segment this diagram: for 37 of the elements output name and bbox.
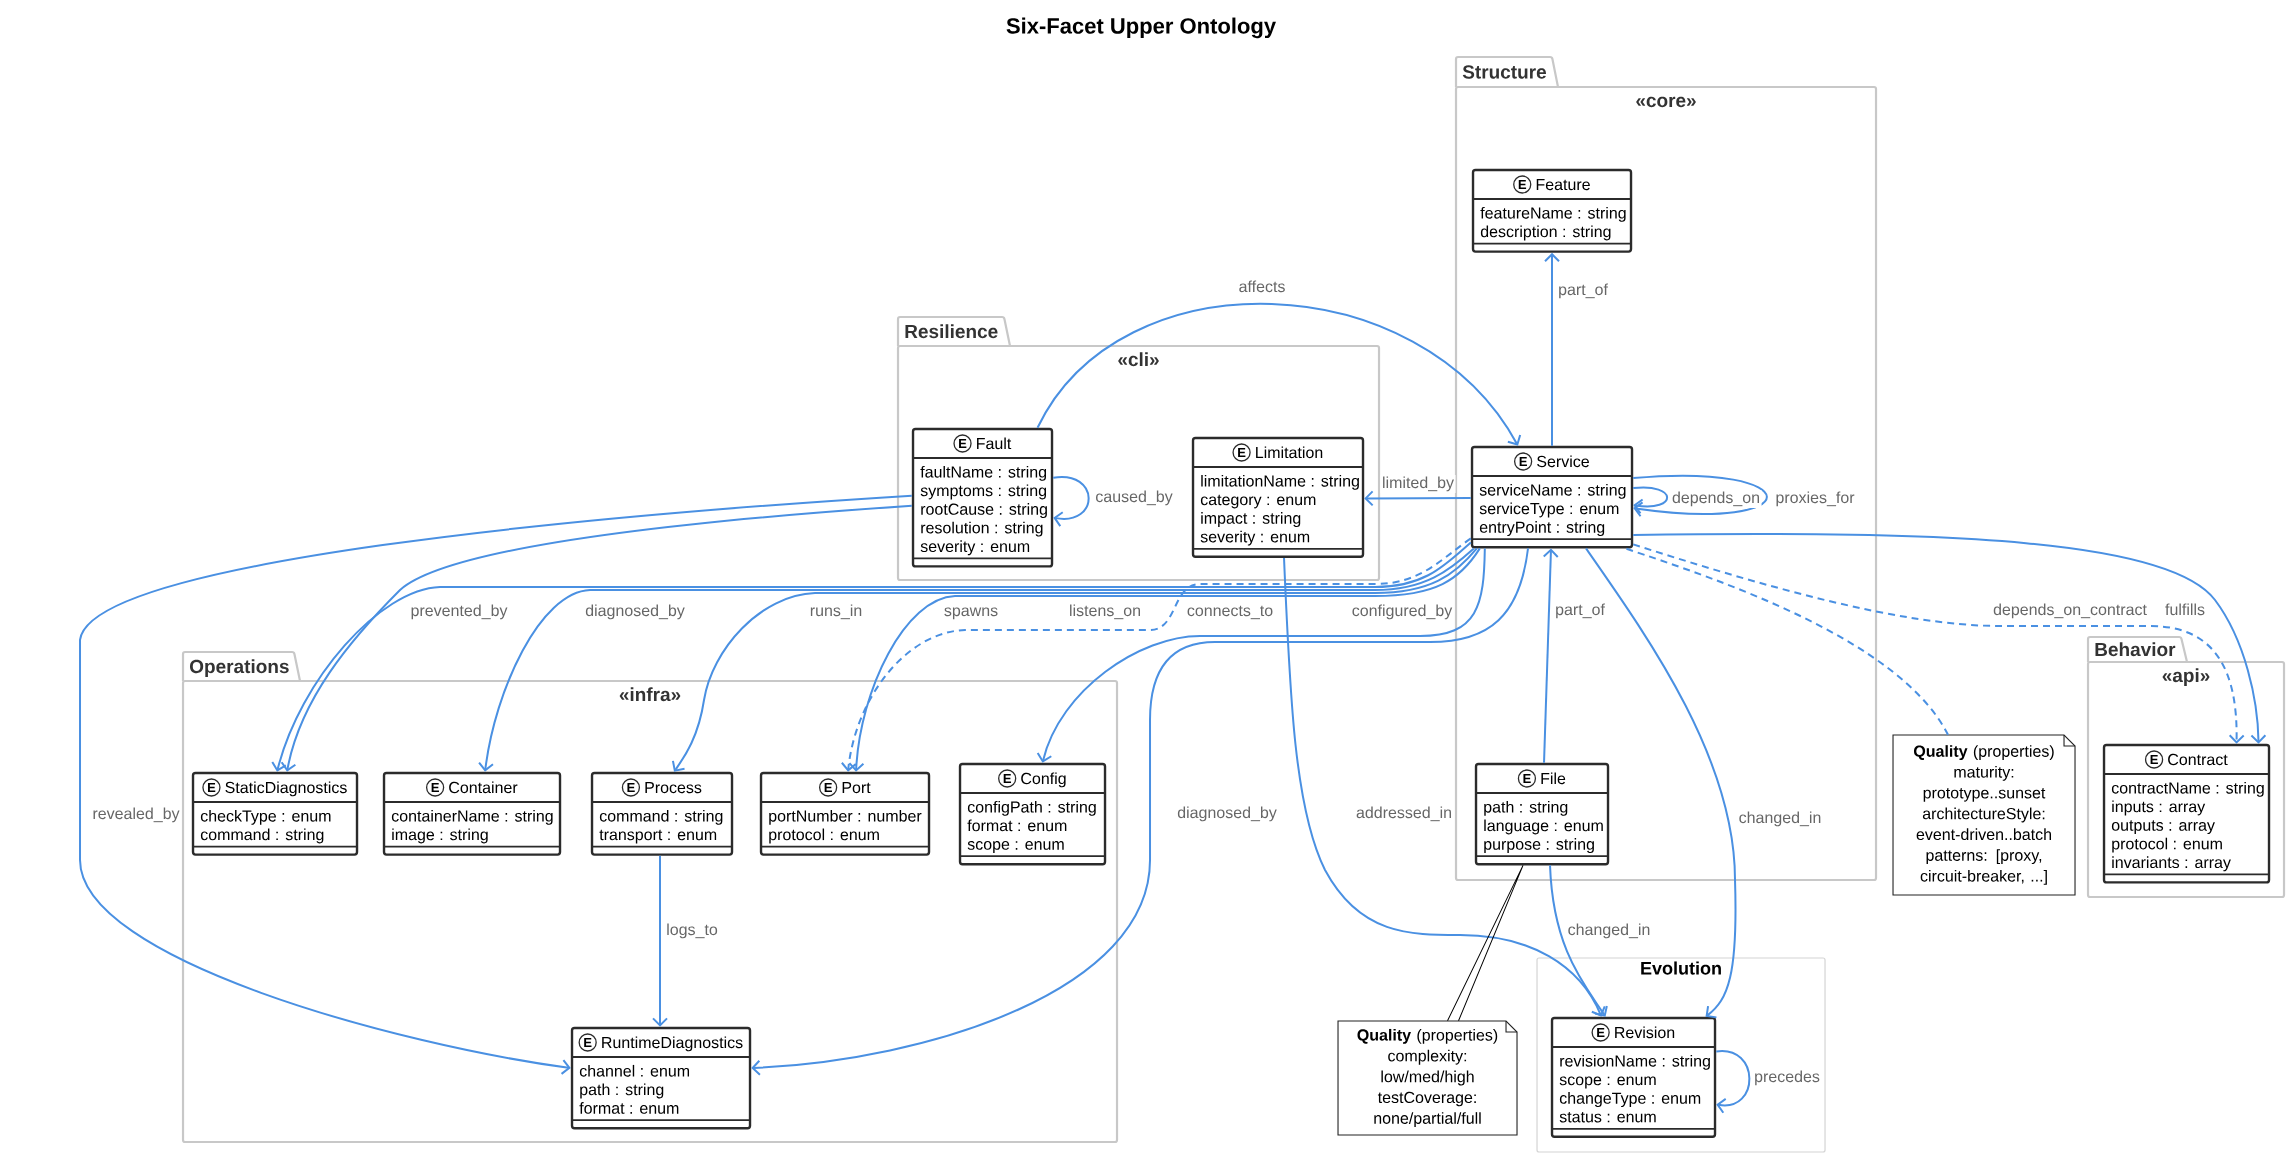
entity-name: Revision: [1615, 1026, 1675, 1039]
attribute-text: revisionName : string: [1560, 1054, 1710, 1070]
edge-label: prevented_by: [409, 603, 509, 621]
edge-label: addressed_in: [1354, 805, 1454, 823]
note: Quality (properties) complexity: low/med/high testCoverage: none/partial/full: [1337, 1020, 1518, 1136]
edge-label: runs_in: [808, 603, 864, 621]
edge-label: listens_on: [1067, 603, 1143, 621]
leader-line: [1447, 864, 1524, 1022]
attribute-text: scope : enum: [1559, 1076, 1656, 1089]
edge-label: connects_to: [1185, 603, 1275, 621]
arrow: [1364, 490, 1472, 507]
edge-label: changed_in: [1566, 922, 1652, 940]
edge-label: depends_on_contract: [1991, 602, 2149, 620]
edge-label: limited_by: [1380, 475, 1456, 493]
loop-arrow: [1715, 1050, 1751, 1114]
edge-label: revealed_by: [90, 806, 182, 824]
arrow: [671, 547, 1478, 772]
arrow: [1036, 547, 1486, 763]
package-name: Resilience: [905, 324, 998, 339]
note: Quality (properties) maturity: prototype..sunset architectureStyle: event-driven..batch patterns: [proxy, circuit-breaker, ...]: [1892, 734, 2076, 896]
package-name: Operations: [190, 659, 289, 677]
edge-label: diagnosed_by: [583, 603, 687, 621]
arrow: [271, 541, 1472, 772]
title: Six-Facet Upper Ontology: [1006, 17, 1276, 39]
edge-label: precedes: [1752, 1069, 1822, 1087]
edge-label: spawns: [942, 603, 1000, 621]
attribute-text: status : enum: [1559, 1111, 1656, 1123]
attribute-text: changeType : enum: [1559, 1092, 1701, 1107]
package-name: Behavior: [2095, 642, 2176, 657]
package-name: Structure: [1462, 65, 1546, 79]
edge-label: affects: [1237, 279, 1287, 297]
group-title: Evolution: [1641, 961, 1721, 975]
arrow: [1549, 864, 1608, 1017]
arrow: [478, 547, 1475, 772]
edge-label: diagnosed_by: [1175, 805, 1279, 823]
edge-label: fulfills: [2163, 602, 2207, 620]
edge-label: configured_by: [1350, 603, 1454, 621]
